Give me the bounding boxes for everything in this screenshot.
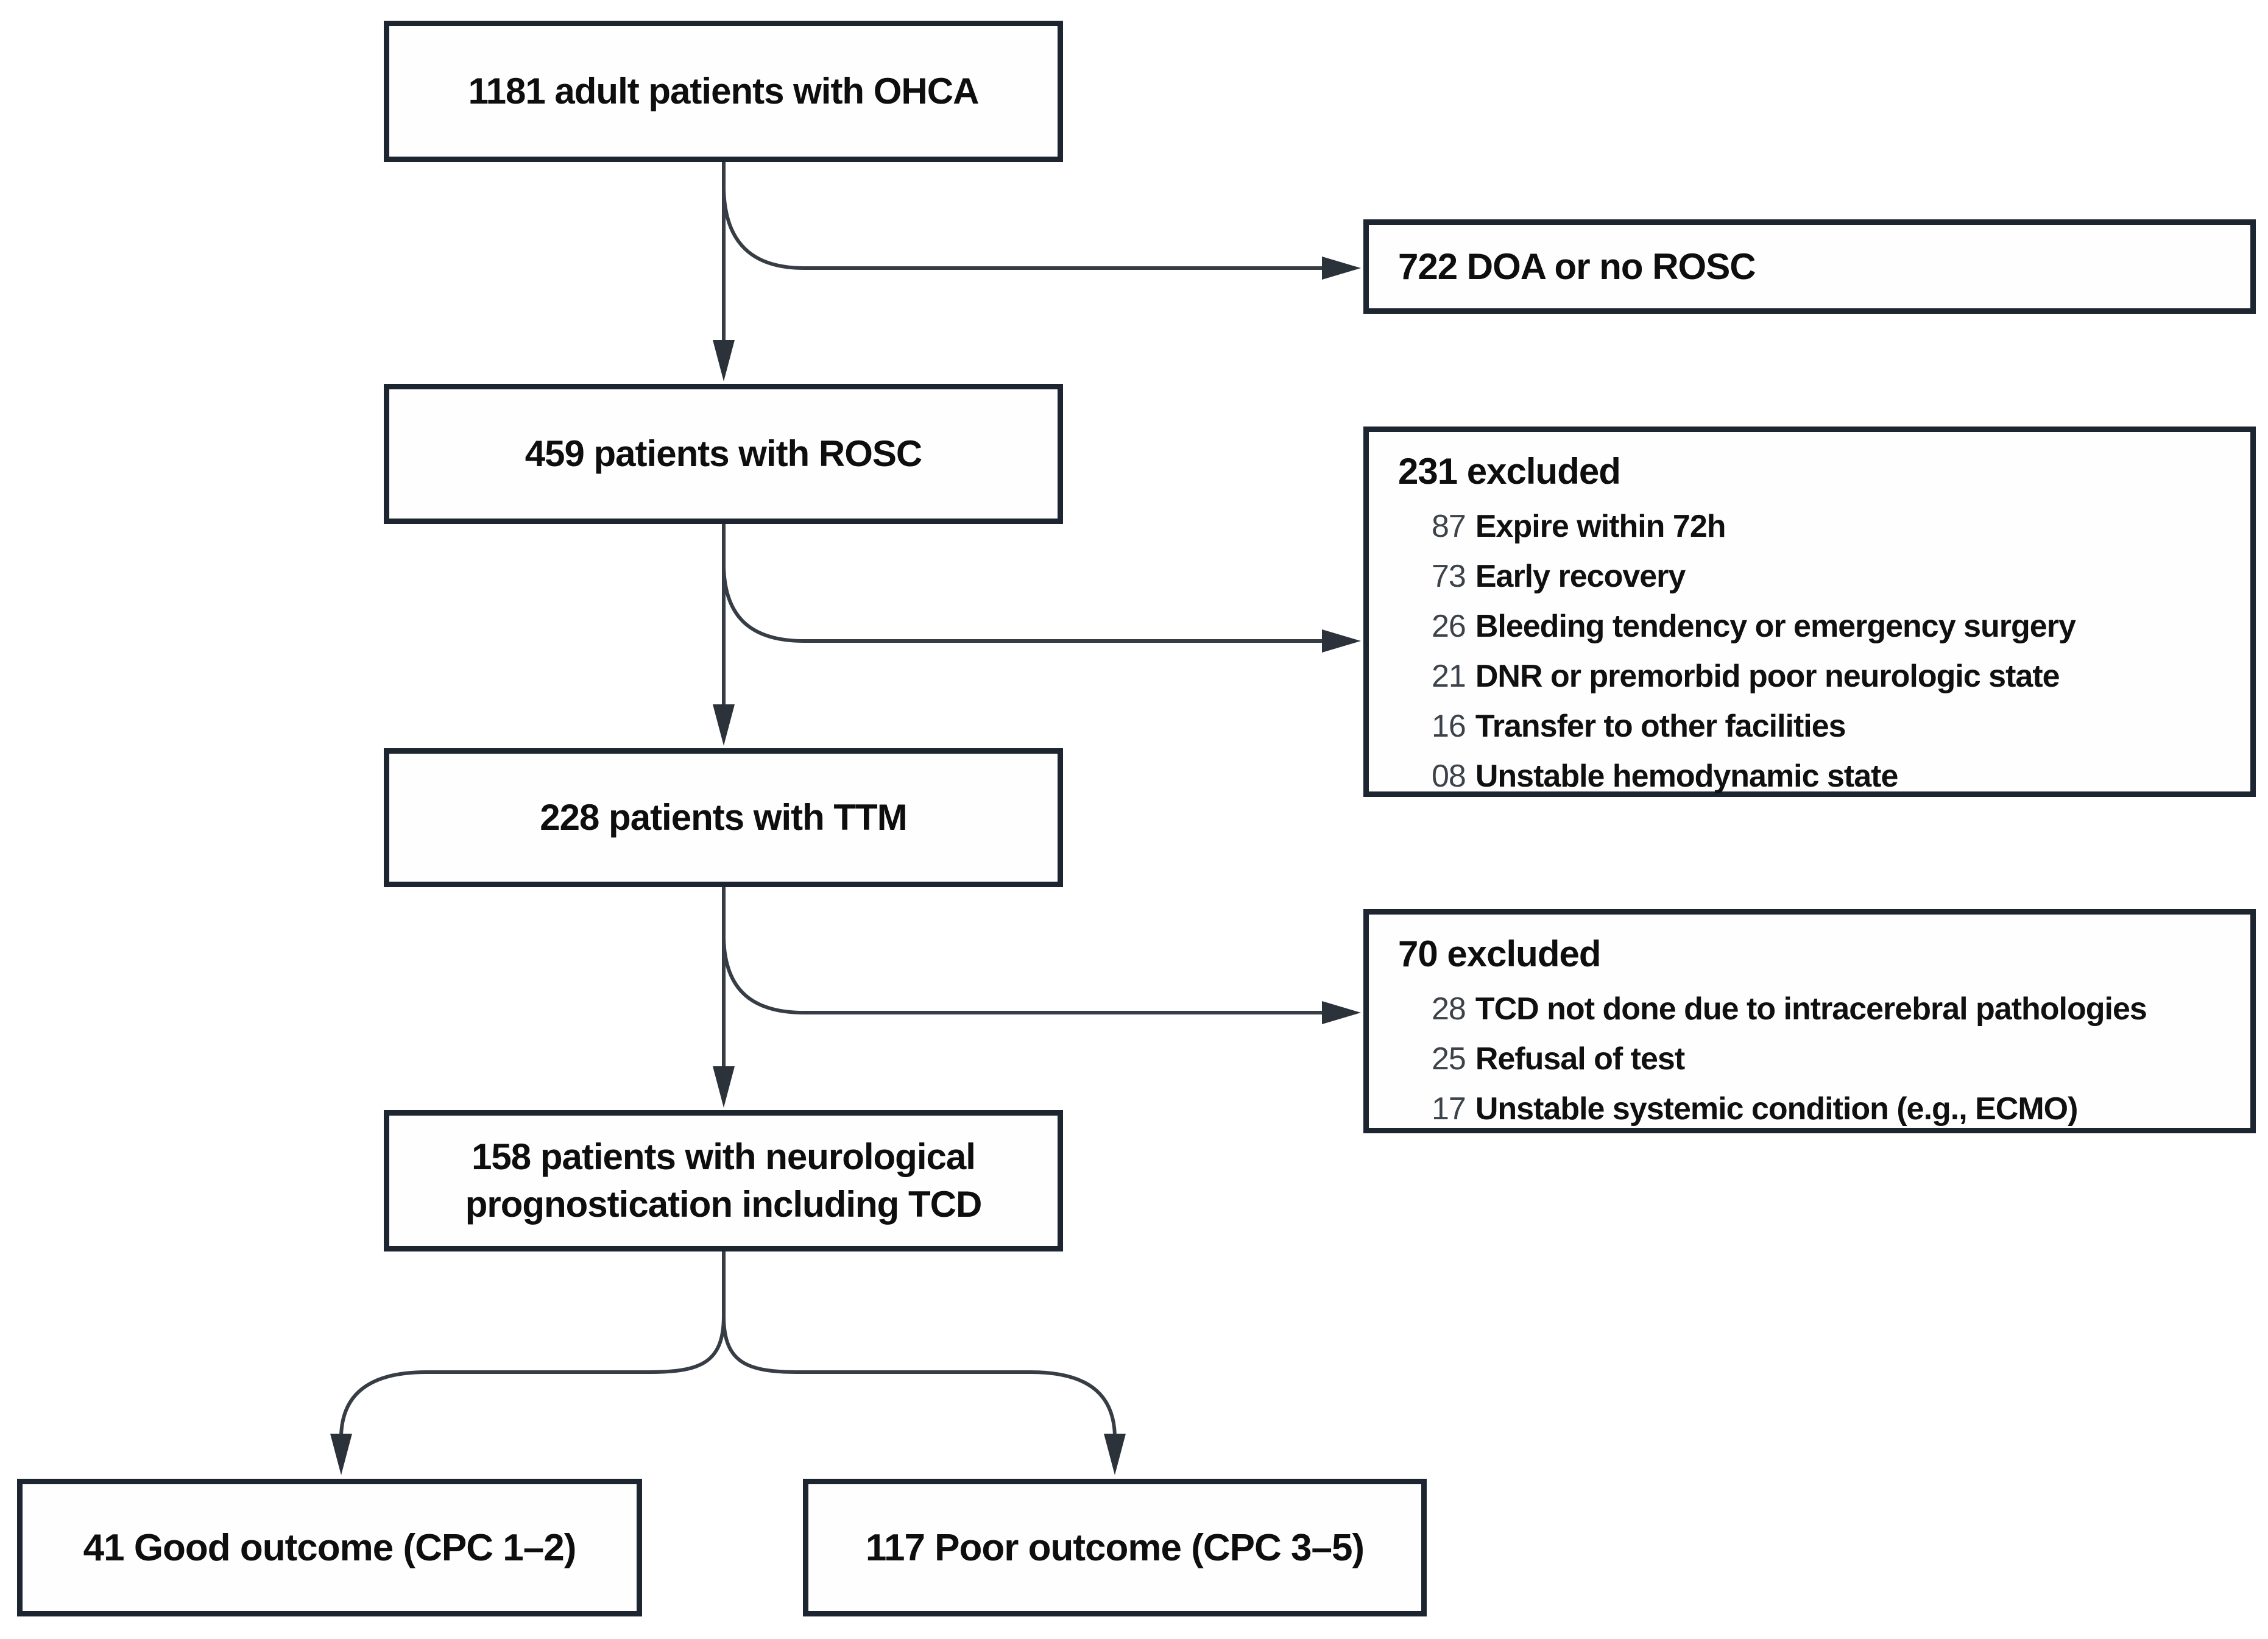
connector-split-left [339, 1315, 726, 1436]
flow-box-rosc-label: 459 patients with ROSC [525, 433, 922, 474]
exclusion-item: 73 Early recovery [1398, 561, 2226, 592]
exclusion-reason: TCD not done due to intracerebral pathol… [1475, 991, 2147, 1027]
exclusion-reason: Unstable systemic condition (e.g., ECMO) [1475, 1091, 2079, 1127]
arrowhead-to-excluded-70 [1322, 1001, 1361, 1024]
arrowhead-to-rosc [713, 340, 735, 381]
outcome-box-good-label: 41 Good outcome (CPC 1–2) [83, 1526, 577, 1569]
connector-split-right [722, 1315, 1117, 1436]
exclusion-reason: Refusal of test [1475, 1041, 1685, 1077]
exclusion-item: 21 DNR or premorbid poor neurologic state [1398, 660, 2226, 692]
side-box-doa-title: 722 DOA or no ROSC [1398, 246, 1756, 287]
exclusion-item: 16 Transfer to other facilities [1398, 710, 2226, 742]
flow-box-ohca: 1181 adult patients with OHCA [384, 21, 1063, 162]
connector-branch-to-excluded-70 [722, 938, 1323, 1014]
exclusion-reason: Bleeding tendency or emergency surgery [1475, 609, 2076, 644]
connector-branch-to-doa [722, 188, 1323, 270]
exclusion-reason: Unstable hemodynamic state [1475, 759, 1899, 794]
exclusion-count: 17 [1432, 1091, 1466, 1127]
arrowhead-to-doa [1322, 257, 1361, 280]
flow-box-ttm-label: 228 patients with TTM [540, 797, 907, 838]
flow-box-tcd-label: 158 patients with neurological prognosti… [465, 1136, 983, 1225]
side-box-doa: 722 DOA or no ROSC [1363, 219, 2256, 314]
exclusion-count: 25 [1432, 1041, 1466, 1077]
exclusion-reason: DNR or premorbid poor neurologic state [1475, 659, 2060, 694]
arrowhead-to-poor-outcome [1104, 1434, 1126, 1475]
flow-box-tcd: 158 patients with neurological prognosti… [384, 1110, 1063, 1251]
connector-branch-to-excluded-231 [722, 566, 1323, 643]
exclusion-count: 26 [1432, 609, 1466, 644]
outcome-box-good: 41 Good outcome (CPC 1–2) [17, 1479, 642, 1616]
flow-box-ttm: 228 patients with TTM [384, 748, 1063, 887]
exclusion-reason: Transfer to other facilities [1475, 709, 1846, 744]
exclusion-count: 28 [1432, 991, 1466, 1027]
exclusion-item: 87 Expire within 72h [1398, 511, 2226, 542]
exclusion-count: 16 [1432, 709, 1466, 744]
exclusion-reason: Early recovery [1475, 559, 1686, 594]
arrowhead-to-excluded-231 [1322, 629, 1361, 653]
side-box-excluded-231-title: 231 excluded [1398, 451, 1621, 492]
arrowhead-to-tcd [713, 1066, 735, 1108]
flow-box-rosc: 459 patients with ROSC [384, 384, 1063, 524]
exclusion-count: 87 [1432, 509, 1466, 544]
exclusion-item: 08 Unstable hemodynamic state [1398, 760, 2226, 792]
outcome-box-poor: 117 Poor outcome (CPC 3–5) [803, 1479, 1427, 1616]
side-box-excluded-231: 231 excluded 87 Expire within 72h 73 Early… [1363, 427, 2256, 797]
exclusion-item: 26 Bleeding tendency or emergency surgery [1398, 611, 2226, 642]
exclusion-count: 21 [1432, 659, 1466, 694]
exclusion-count: 08 [1432, 759, 1466, 794]
exclusion-reason: Expire within 72h [1475, 509, 1726, 544]
arrowhead-to-good-outcome [330, 1434, 352, 1475]
side-box-excluded-70-title: 70 excluded [1398, 933, 1602, 974]
flow-box-ohca-label: 1181 adult patients with OHCA [468, 71, 980, 112]
arrowhead-to-ttm [713, 704, 735, 746]
outcome-box-poor-label: 117 Poor outcome (CPC 3–5) [865, 1526, 1365, 1569]
exclusion-count: 73 [1432, 559, 1466, 594]
